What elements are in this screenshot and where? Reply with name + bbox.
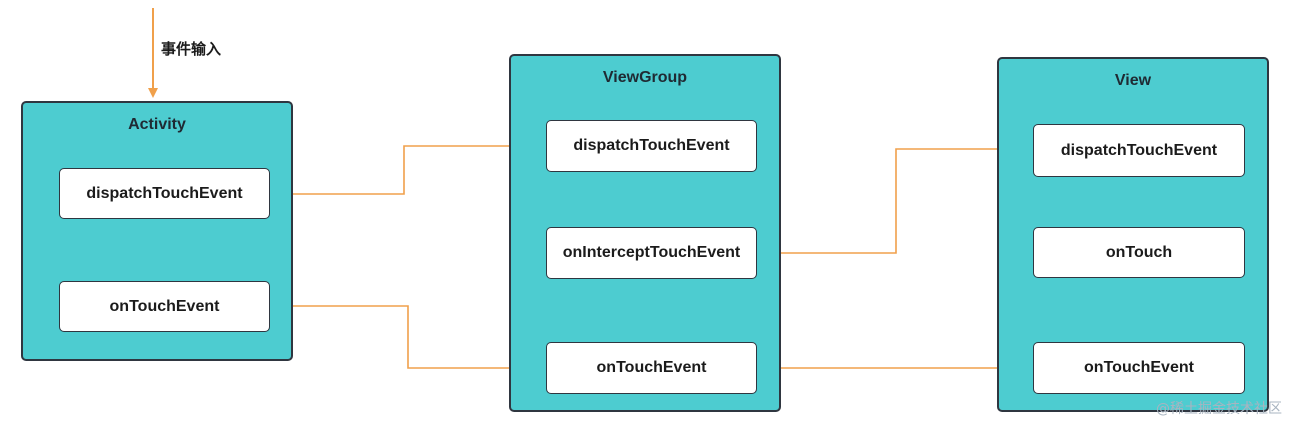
arrow-intercept-to-view-dispatch — [757, 144, 1031, 254]
view-on-touch-event: onTouchEvent — [1033, 342, 1245, 394]
activity-dispatch-touch-event: dispatchTouchEvent — [59, 168, 270, 219]
view-title: View — [1114, 72, 1152, 89]
input-label: 事件输入 — [161, 40, 222, 58]
activity-title: Activity — [128, 116, 186, 133]
arrow-activity-to-viewgroup-dispatch — [269, 141, 541, 195]
watermark: @稀土掘金技术社区 — [1156, 401, 1282, 417]
viewgroup-title: ViewGroup — [602, 69, 688, 86]
arrow-vg-to-activity-ontouchevent — [273, 301, 547, 369]
activity-on-touch-event: onTouchEvent — [59, 281, 270, 332]
view-dispatch-touch-event: dispatchTouchEvent — [1033, 124, 1245, 177]
view-on-touch: onTouch — [1033, 227, 1245, 278]
viewgroup-on-intercept-touch-event: onInterceptTouchEvent — [546, 227, 757, 279]
viewgroup-dispatch-touch-event: dispatchTouchEvent — [546, 120, 757, 172]
viewgroup-on-touch-event: onTouchEvent — [546, 342, 757, 394]
